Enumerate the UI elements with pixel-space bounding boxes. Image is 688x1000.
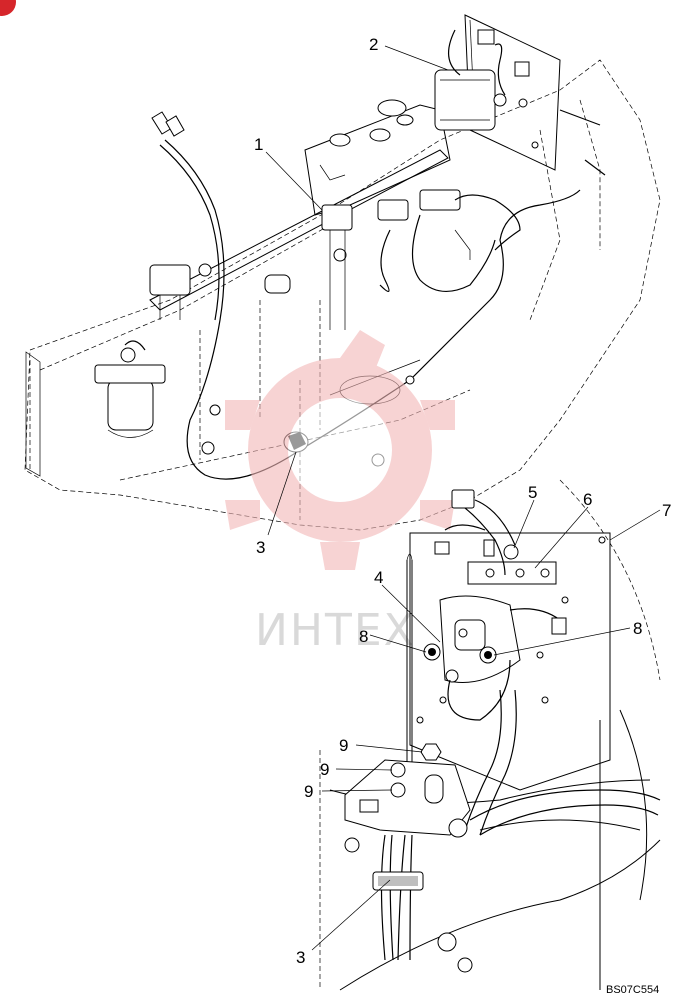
callout-8-right: 8 — [633, 619, 642, 638]
callout-7: 7 — [662, 501, 671, 520]
watermark — [225, 330, 455, 570]
callout-9-b: 9 — [320, 760, 329, 779]
callout-2: 2 — [369, 35, 378, 54]
callout-8-left: 8 — [359, 627, 368, 646]
lower-assembly — [319, 479, 661, 991]
upper-assembly — [24, 14, 661, 531]
callouts: 1 2 3 4 5 6 7 8 8 9 9 9 3 — [254, 35, 671, 967]
watermark-text: ИНТЕХ — [255, 605, 416, 656]
callout-3-top: 3 — [256, 538, 265, 557]
leader-lines — [265, 45, 661, 951]
callout-6: 6 — [583, 490, 592, 509]
callout-5: 5 — [528, 483, 537, 502]
callout-9-a: 9 — [339, 736, 348, 755]
callout-3-bottom: 3 — [296, 948, 305, 967]
corner-badge — [0, 0, 16, 16]
callout-9-c: 9 — [304, 782, 313, 801]
callout-1: 1 — [254, 135, 263, 154]
figure-code: BS07C554 — [606, 984, 659, 996]
callout-4: 4 — [374, 568, 383, 587]
